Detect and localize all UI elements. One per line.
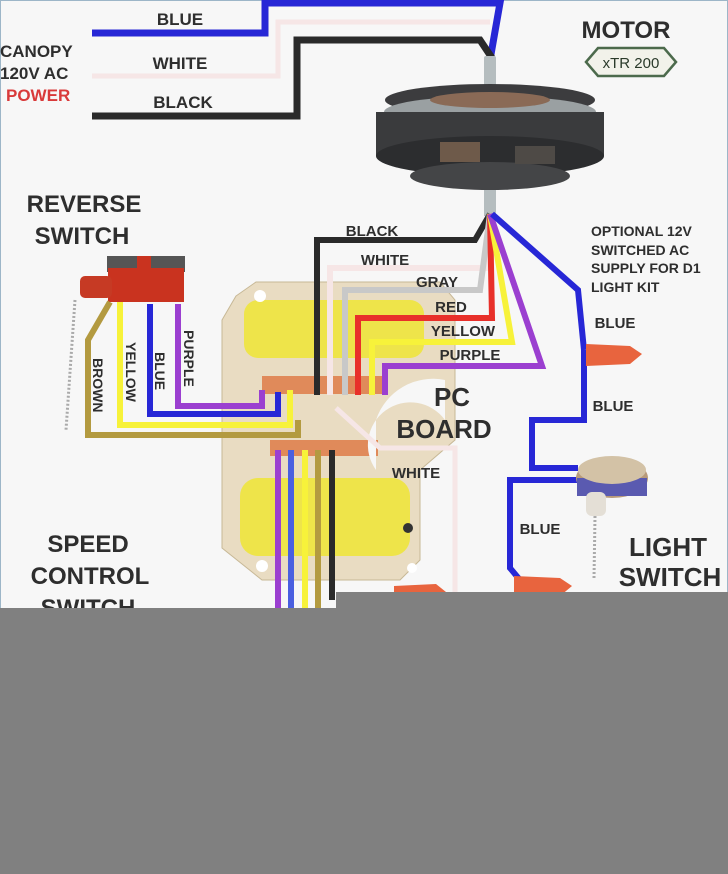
lead-yellow-label: YELLOW	[431, 323, 496, 340]
canopy-label: CANOPY	[0, 42, 73, 61]
reverse-switch-wires	[85, 300, 301, 438]
pc-label: PC	[434, 382, 470, 412]
light-switch-label: SWITCH	[619, 562, 722, 592]
motor-leads	[314, 211, 587, 395]
lead-purple	[382, 213, 547, 395]
lead-black-label: BLACK	[346, 223, 399, 240]
board-label: BOARD	[396, 414, 491, 444]
lead-red-label: RED	[435, 299, 467, 316]
rs-brown-wire	[85, 300, 301, 438]
rs-brown-label: BROWN	[90, 358, 106, 412]
xtr-badge-text: xTR 200	[603, 55, 660, 72]
reverse-pull-chain	[64, 299, 77, 431]
board-white-wire	[334, 406, 458, 600]
speed-control-wires	[275, 450, 335, 620]
light-kit-line3: SUPPLY FOR D1	[591, 260, 701, 276]
rs-yellow-label: YELLOW	[123, 342, 139, 403]
wire-nut-icon	[514, 576, 572, 596]
power-label: POWER	[6, 86, 70, 105]
motor-label: MOTOR	[582, 17, 671, 44]
switch-label: SWITCH	[35, 223, 130, 250]
gray-overlay-left	[0, 608, 336, 874]
voltage-label: 120V AC	[0, 64, 68, 83]
canopy-blue-label: BLUE	[157, 10, 203, 29]
canopy-black-label: BLACK	[153, 93, 213, 112]
canopy-wires	[92, 0, 505, 120]
light-blue-label-3: BLUE	[520, 521, 561, 538]
light-kit-line2: SWITCHED AC	[591, 242, 689, 258]
speed-label: SPEED	[47, 531, 128, 558]
motor-icon	[376, 56, 604, 216]
lead-yellow	[369, 213, 516, 395]
light-switch-icon	[576, 456, 648, 516]
lead-white-label: WHITE	[361, 252, 409, 269]
control-label: CONTROL	[31, 563, 150, 590]
xtr-badge	[584, 46, 678, 78]
light-blue-wires	[507, 350, 587, 582]
light-blue-wire-2	[507, 477, 578, 582]
light-kit-line4: LIGHT KIT	[591, 279, 660, 295]
gray-overlay-right	[336, 592, 728, 874]
rs-purple-wire	[175, 304, 265, 409]
light-blue-wire-1	[529, 350, 587, 471]
reverse-label: REVERSE	[27, 191, 142, 218]
reverse-switch-icon	[80, 256, 185, 302]
lead-purple-label: PURPLE	[440, 347, 501, 364]
light-blue-label-2: BLUE	[593, 398, 634, 415]
lead-gray-label: GRAY	[416, 274, 458, 291]
rs-blue-wire	[147, 304, 281, 417]
rs-blue-label: BLUE	[152, 352, 168, 390]
canopy-black-wire	[92, 36, 495, 120]
lead-blue	[490, 211, 587, 351]
rs-purple-label: PURPLE	[181, 330, 197, 387]
canopy-blue-wire	[92, 0, 505, 61]
lead-black	[314, 212, 493, 395]
light-kit-line1: OPTIONAL 12V	[591, 223, 693, 239]
canopy-white-wire	[92, 19, 490, 79]
rs-yellow-wire	[117, 302, 293, 428]
lead-gray	[342, 213, 493, 395]
board-white-label: WHITE	[392, 465, 440, 482]
light-blue-label-1: BLUE	[595, 315, 636, 332]
wire-nut-icon	[586, 344, 642, 366]
light-label: LIGHT	[629, 532, 707, 562]
lead-red	[355, 213, 496, 395]
canopy-white-label: WHITE	[153, 54, 208, 73]
